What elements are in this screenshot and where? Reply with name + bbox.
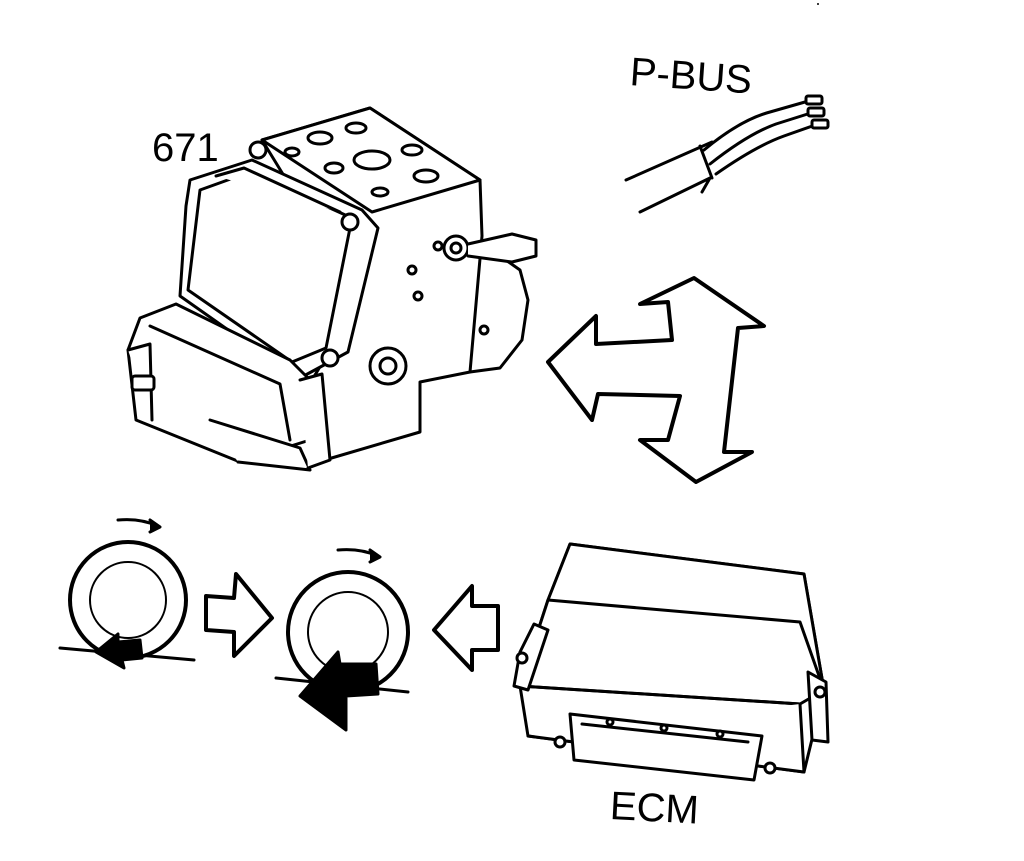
arrow-right bbox=[204, 572, 274, 658]
p-bus-cable bbox=[624, 94, 830, 214]
ecm-label: ECM bbox=[608, 784, 700, 833]
abs-hydraulic-unit bbox=[126, 106, 538, 472]
ecm-module bbox=[512, 542, 830, 782]
wheel-speed-center bbox=[274, 548, 410, 732]
bidirectional-arrow bbox=[546, 276, 766, 484]
arrow-left bbox=[432, 584, 500, 672]
part-number-label: 671 bbox=[152, 126, 219, 170]
wheel-speed-left bbox=[58, 518, 196, 670]
p-bus-label: P-BUS bbox=[628, 50, 754, 103]
